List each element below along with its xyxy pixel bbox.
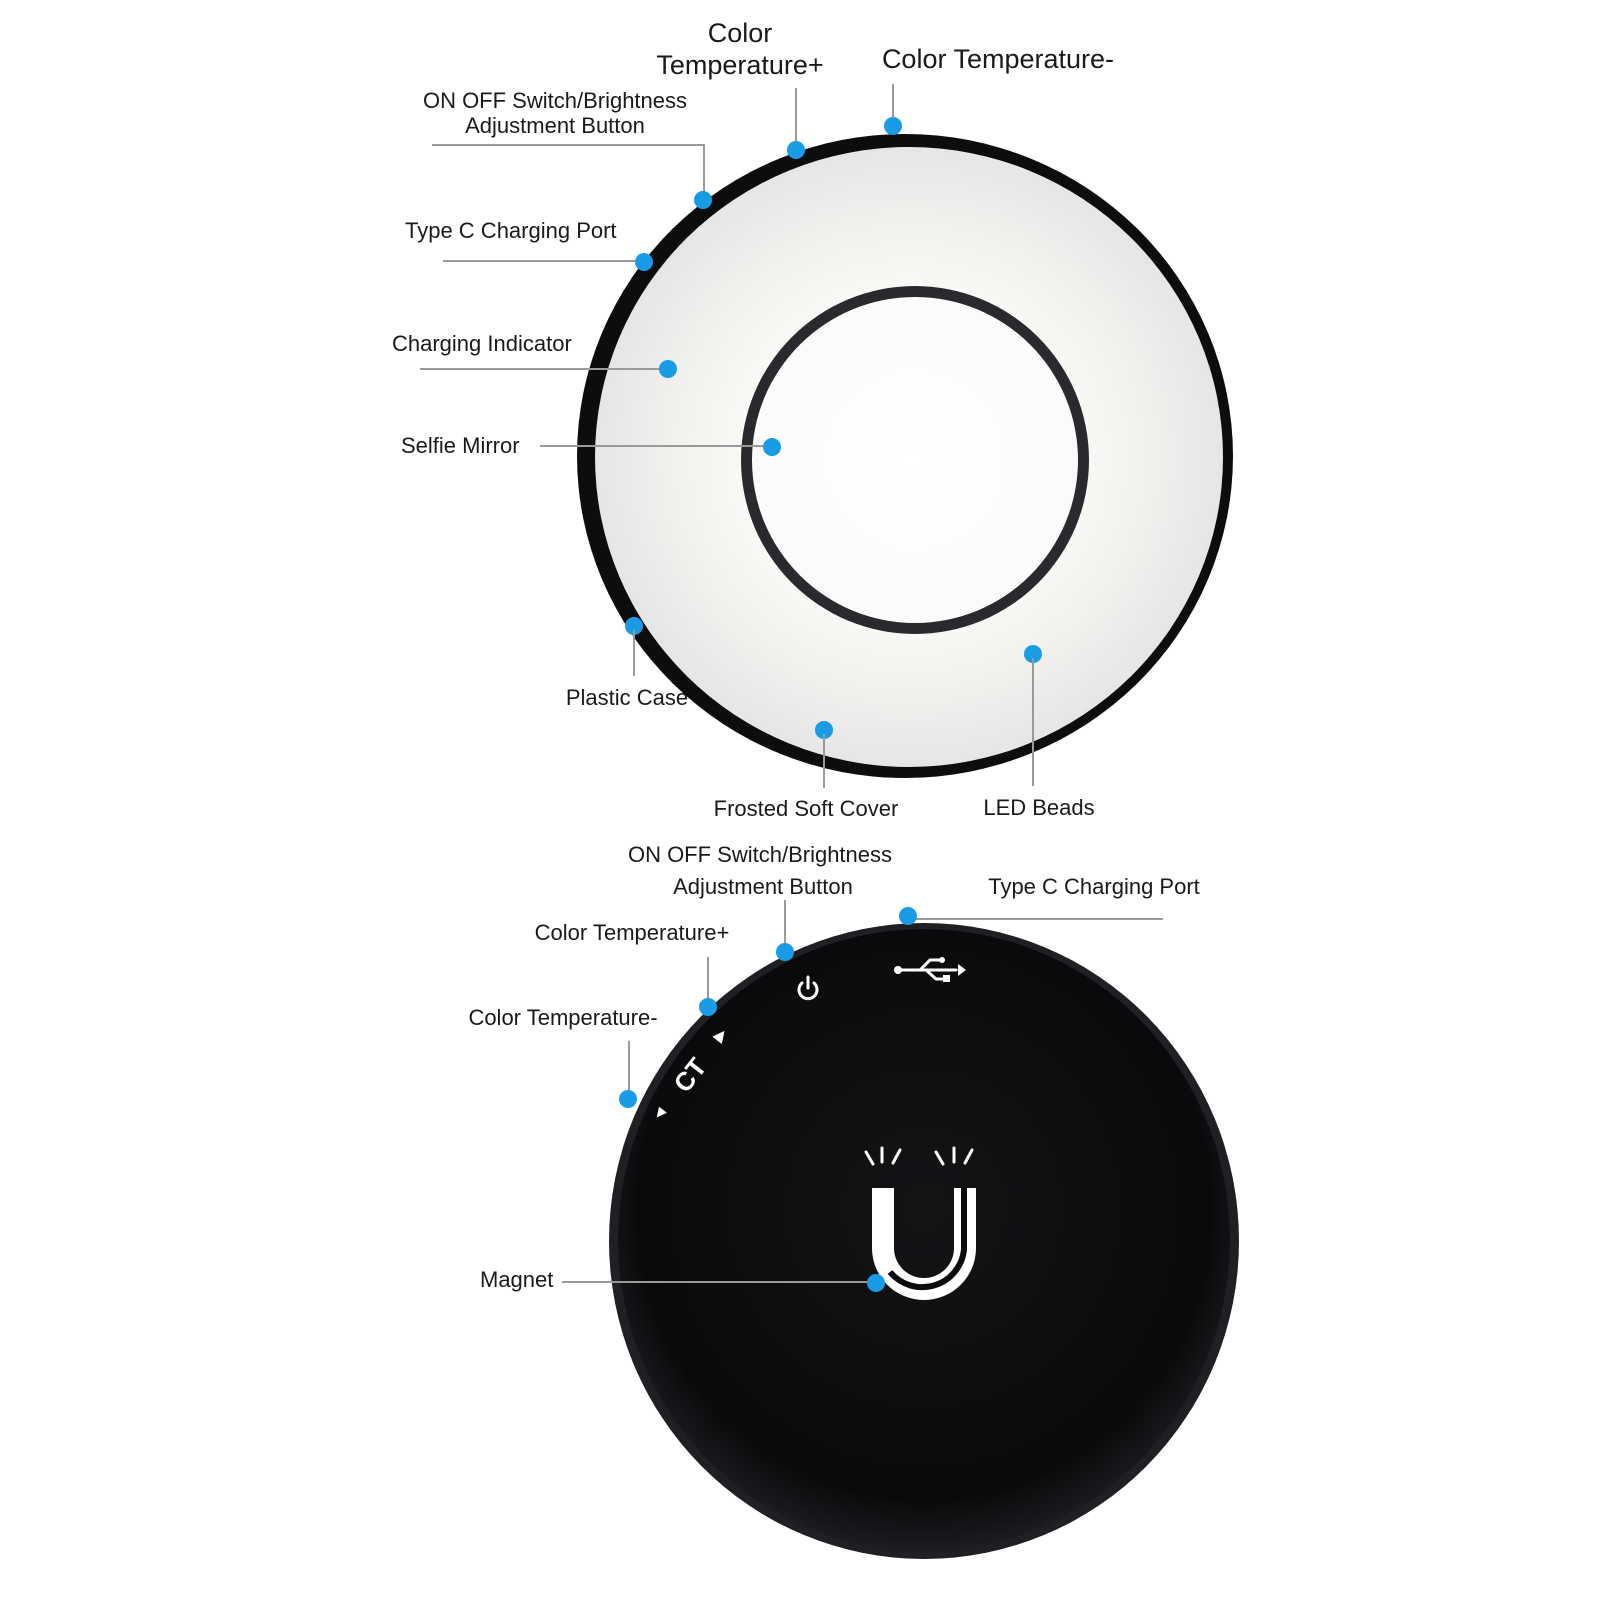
label-color-temp-plus-line1: Color [708, 18, 773, 48]
label-color-temp-plus-line2: Temperature+ [656, 50, 823, 80]
callout-dot [763, 438, 781, 456]
callout-charging-indicator: Charging Indicator [392, 331, 677, 378]
back-view: CT ON OFF Switch/Bri [468, 842, 1239, 1559]
callout-dot [625, 617, 643, 635]
front-view: Color Temperature+ Color Temperature- ON… [392, 18, 1233, 821]
callout-selfie-mirror: Selfie Mirror [401, 433, 781, 458]
label-frosted-soft-cover: Frosted Soft Cover [714, 796, 899, 821]
callout-dot [1024, 645, 1042, 663]
usb-icon [894, 957, 966, 982]
label-color-temp-minus: Color Temperature- [468, 1005, 657, 1030]
callout-type-c-port: Type C Charging Port [405, 218, 653, 271]
label-charging-indicator: Charging Indicator [392, 331, 572, 356]
label-led-beads: LED Beads [983, 795, 1094, 820]
label-type-c-port: Type C Charging Port [988, 874, 1200, 899]
label-on-off-line2: Adjustment Button [465, 113, 645, 138]
label-on-off-line1: ON OFF Switch/Brightness [628, 842, 892, 867]
front-device [577, 134, 1233, 778]
callout-type-c-port-back: Type C Charging Port [899, 874, 1200, 925]
callout-dot [815, 721, 833, 739]
label-selfie-mirror: Selfie Mirror [401, 433, 520, 458]
triangle-icon [656, 1106, 667, 1118]
callout-color-temp-plus: Color Temperature+ [656, 18, 824, 159]
label-magnet: Magnet [480, 1267, 553, 1292]
callout-plastic-case: Plastic Case [566, 617, 688, 710]
label-type-c-port: Type C Charging Port [405, 218, 617, 243]
callout-on-off-switch-back: ON OFF Switch/Brightness Adjustment Butt… [628, 842, 892, 961]
label-on-off-line1: ON OFF Switch/Brightness [423, 88, 687, 113]
callout-dot [884, 117, 902, 135]
callout-dot [776, 943, 794, 961]
triangle-icon [712, 1030, 725, 1045]
callout-dot [635, 253, 653, 271]
label-color-temp-minus: Color Temperature- [882, 44, 1114, 74]
label-on-off-line2: Adjustment Button [673, 874, 853, 899]
callout-led-beads: LED Beads [983, 645, 1095, 820]
callout-color-temp-minus-back: Color Temperature- [468, 1005, 658, 1108]
callout-color-temp-plus-back: Color Temperature+ [535, 920, 730, 1016]
leader-line [432, 144, 705, 198]
callout-on-off-switch: ON OFF Switch/Brightness Adjustment Butt… [423, 88, 712, 209]
callout-dot [867, 1274, 885, 1292]
callout-dot [659, 360, 677, 378]
callout-dot [619, 1090, 637, 1108]
callout-color-temp-minus: Color Temperature- [882, 44, 1114, 135]
back-case [618, 929, 1230, 1551]
callout-dot [694, 191, 712, 209]
back-device: CT [609, 923, 1239, 1559]
callout-dot [699, 998, 717, 1016]
power-icon [797, 975, 819, 1001]
selfie-mirror [752, 297, 1078, 623]
label-plastic-case: Plastic Case [566, 685, 688, 710]
callout-dot [787, 141, 805, 159]
callout-frosted-soft-cover: Frosted Soft Cover [714, 721, 899, 821]
callout-dot [899, 907, 917, 925]
callout-magnet: Magnet [480, 1267, 885, 1292]
magnet-icon [864, 1146, 976, 1300]
label-color-temp-plus: Color Temperature+ [535, 920, 730, 945]
